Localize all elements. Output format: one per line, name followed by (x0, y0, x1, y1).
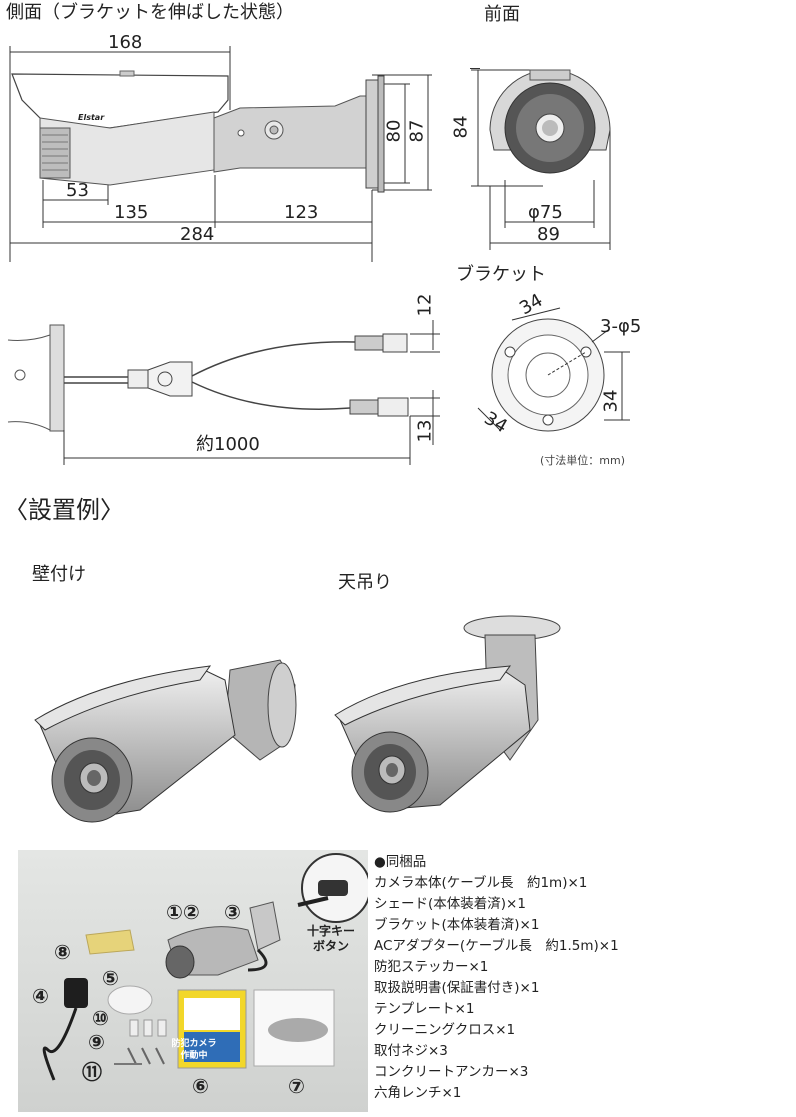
contents-item: 防犯ステッカー×1 (374, 959, 489, 975)
photo-number-9: ⑨ (88, 1030, 105, 1054)
sticker-text-line2: 作動中 (180, 1051, 208, 1061)
dim-84: 84 (450, 115, 472, 139)
contents-item: 六角レンチ×1 (374, 1085, 462, 1101)
dim-284: 284 (180, 224, 215, 245)
photo-number-7: ⑦ (288, 1074, 305, 1098)
dim-80: 80 (383, 119, 405, 143)
dim-135: 135 (114, 202, 149, 223)
dim-89: 89 (537, 224, 560, 245)
contents-items-drawing (42, 853, 368, 1081)
sticker-text-line1: 防犯カメラ (171, 1039, 217, 1049)
photo-number-5: ⑤ (102, 966, 119, 990)
contents-item: テンプレート×1 (374, 1001, 475, 1017)
photo-number-1-2: ①② (166, 900, 200, 924)
dim-12: 12 (414, 293, 436, 317)
cross-key-callout: 十字キー ボタン (304, 924, 358, 954)
side-view-drawing (9, 46, 611, 262)
contents-item: カメラ本体(ケーブル長 約1m)×1 (374, 875, 588, 891)
photo-number-11: ⑪ (82, 1060, 102, 1084)
contents-header: ●同梱品 (374, 854, 427, 870)
cable-bracket-drawing (7, 307, 630, 465)
dim-53: 53 (66, 180, 89, 201)
dim-cable-length: 約1000 (196, 434, 260, 455)
side-view-title: 側面（ブラケットを伸ばした状態） (6, 2, 294, 23)
contents-item: ACアダプター(ケーブル長 約1.5m)×1 (374, 938, 619, 954)
dim-168: 168 (108, 32, 143, 53)
ceiling-mount-illustration (334, 615, 561, 813)
ceiling-mount-label: 天吊り (338, 572, 392, 593)
photo-number-4: ④ (32, 984, 49, 1008)
unit-note: (寸法単位：mm) (540, 454, 626, 467)
contents-item: 取付ネジ×3 (374, 1043, 448, 1059)
dim-13: 13 (414, 419, 436, 443)
photo-number-3: ③ (224, 900, 241, 924)
dim-bracket-34-right: 34 (600, 389, 622, 413)
dim-phi75: φ75 (528, 202, 563, 223)
dim-123: 123 (284, 202, 319, 223)
bracket-title: ブラケット (456, 264, 546, 285)
install-section-title: 〈設置例〉 (4, 496, 124, 524)
wall-mount-illustration (34, 659, 297, 823)
contents-item: コンクリートアンカー×3 (374, 1064, 529, 1080)
dim-87: 87 (406, 119, 428, 143)
package-contents-photo: 防犯カメラ 作動中 十字キー ボタン ①② ③ ④ ⑤ ⑥ ⑦ ⑧ ⑨ ⑩ ⑪ (18, 850, 368, 1112)
photo-number-6: ⑥ (192, 1074, 209, 1098)
contents-list: ●同梱品 カメラ本体(ケーブル長 約1m)×1 シェード(本体装着済)×1 ブラ… (374, 852, 619, 1104)
photo-number-8: ⑧ (54, 940, 71, 964)
wall-mount-label: 壁付け (32, 564, 86, 585)
contents-item: ブラケット(本体装着済)×1 (374, 917, 540, 933)
dim-holes-3phi5: 3-φ5 (600, 316, 642, 337)
photo-number-10: ⑩ (92, 1006, 109, 1030)
contents-item: 取扱説明書(保証書付き)×1 (374, 980, 540, 996)
front-view-title: 前面 (484, 4, 520, 25)
contents-item: クリーニングクロス×1 (374, 1022, 516, 1038)
contents-item: シェード(本体装着済)×1 (374, 896, 526, 912)
camera-brand-logo: Elstar (78, 113, 105, 122)
cross-key-callout-line2: ボタン (312, 939, 349, 953)
cross-key-callout-line1: 十字キー (306, 924, 355, 938)
